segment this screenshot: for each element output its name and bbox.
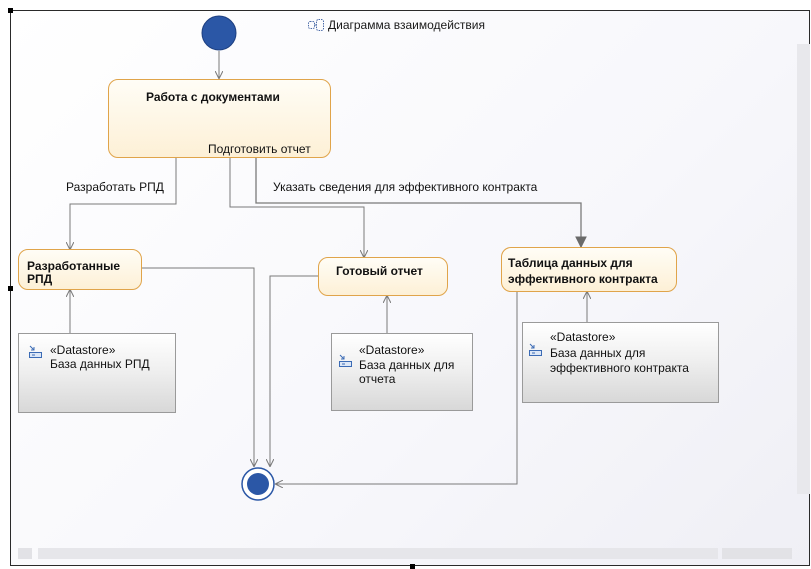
datastore-name-line2: отчета	[359, 372, 396, 386]
edge-label-specify-info: Указать сведения для эффективного контра…	[273, 180, 538, 194]
datastore-name-line2: эффективного контракта	[550, 361, 689, 375]
datastore-name-line1: База данных для	[359, 358, 455, 372]
scroll-left-button[interactable]	[18, 548, 32, 559]
object-label-line1: Таблица данных для	[508, 256, 633, 270]
datastore-icon	[339, 354, 352, 367]
edge-eff-table-to-final	[276, 290, 518, 484]
edge-ready-report-to-final	[270, 275, 319, 466]
vertical-scrollbar[interactable]	[797, 44, 810, 494]
final-node[interactable]	[241, 467, 275, 501]
object-label-line2: РПД	[27, 272, 53, 286]
edge-label-develop-rpd: Разработать РПД	[66, 180, 164, 194]
datastore-stereotype: «Datastore»	[359, 343, 425, 357]
datastore-report[interactable]: «Datastore» База данных для отчета	[331, 333, 473, 411]
horizontal-scrollbar-thumb[interactable]	[38, 548, 718, 559]
datastore-stereotype: «Datastore»	[550, 330, 616, 344]
edge-work-to-dev-rpd	[70, 158, 177, 249]
diagram-title-text: Диаграмма взаимодействия	[328, 18, 485, 32]
datastore-stereotype: «Datastore»	[50, 343, 116, 357]
edge-dev-rpd-to-final	[142, 267, 254, 466]
interaction-diagram-icon	[308, 19, 324, 31]
datastore-eff-contract[interactable]: «Datastore» База данных для эффективного…	[522, 322, 719, 403]
datastore-name-line1: База данных для	[550, 346, 646, 360]
datastore-name: База данных РПД	[50, 357, 150, 371]
action-work-with-documents[interactable]: Работа с документами	[108, 79, 331, 158]
diagram-title: Диаграмма взаимодействия	[308, 18, 485, 32]
object-label-line2: эффективного контракта	[508, 272, 658, 286]
object-label: Готовый отчет	[336, 264, 423, 278]
resize-handle-top-left[interactable]	[8, 8, 13, 13]
output-pin-label: Подготовить отчет	[208, 142, 311, 156]
object-eff-contract-table[interactable]: Таблица данных для эффективного контракт…	[501, 247, 677, 292]
action-label: Работа с документами	[146, 90, 280, 104]
resize-handle-bottom[interactable]	[410, 564, 415, 569]
horizontal-scrollbar-track[interactable]	[722, 548, 792, 559]
datastore-icon	[529, 343, 542, 356]
resize-handle-left[interactable]	[8, 286, 13, 291]
object-ready-report[interactable]: Готовый отчет	[318, 257, 448, 296]
datastore-icon	[29, 345, 42, 358]
datastore-rpd[interactable]: «Datastore» База данных РПД	[18, 333, 176, 413]
initial-node[interactable]	[201, 15, 237, 51]
edge-work-to-eff-table	[255, 158, 587, 249]
object-dev-rpd[interactable]: Разработанные РПД	[18, 249, 142, 290]
object-label-line1: Разработанные	[27, 259, 121, 273]
edge-work-to-ready-report	[229, 158, 364, 257]
